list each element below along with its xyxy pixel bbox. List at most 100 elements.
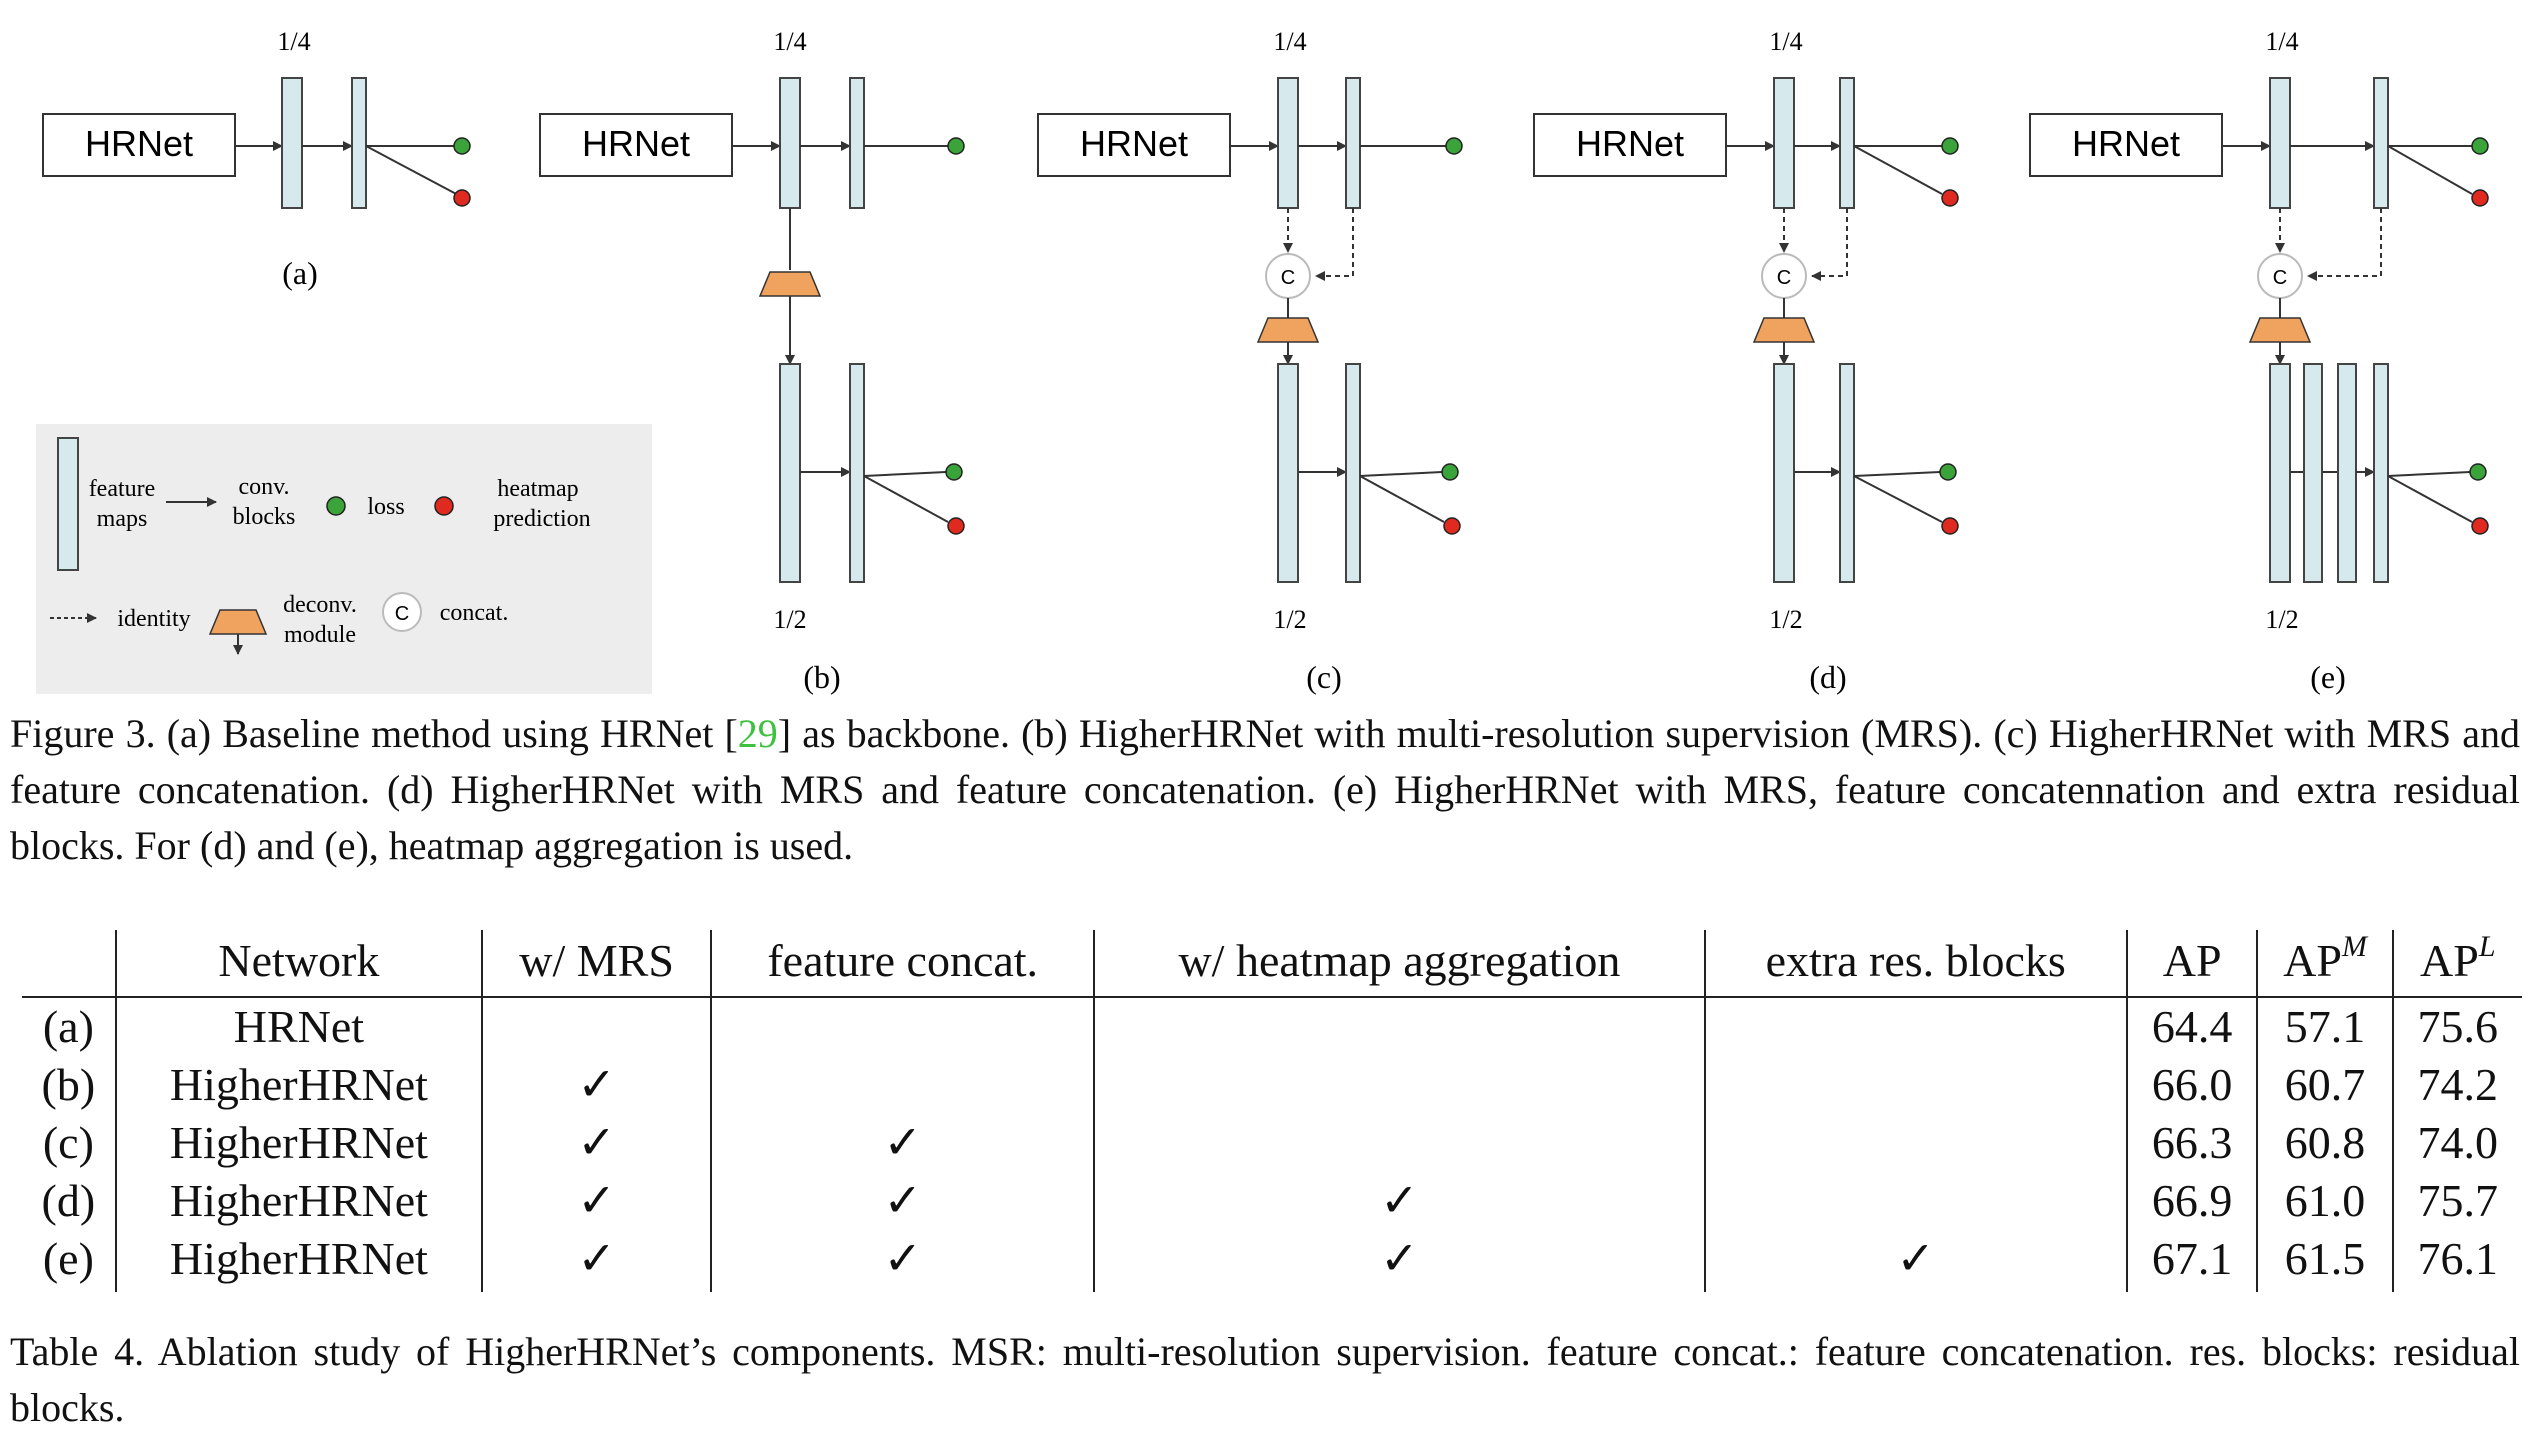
table-row: (a) HRNet 64.4 57.1 75.6 bbox=[22, 997, 2522, 1056]
header-cell: w/ MRS bbox=[481, 930, 712, 997]
table-cell: ✓ bbox=[1093, 1230, 1705, 1292]
table-cell: HigherHRNet bbox=[114, 1056, 483, 1114]
table-cell: HigherHRNet bbox=[114, 1114, 483, 1172]
panel-c: HRNet 1/4 C 1/2 (c) bbox=[1037, 27, 1463, 695]
svg-text:(b): (b) bbox=[803, 659, 840, 695]
figure-caption: Figure 3. (a) Baseline method using HRNe… bbox=[10, 711, 2520, 868]
svg-text:1/2: 1/2 bbox=[2265, 605, 2298, 634]
svg-text:HRNet: HRNet bbox=[85, 123, 193, 164]
svg-text:module: module bbox=[284, 622, 356, 648]
svg-text:1/2: 1/2 bbox=[773, 605, 806, 634]
svg-text:identity: identity bbox=[117, 606, 190, 632]
header-cell: feature concat. bbox=[710, 930, 1095, 997]
table-cell bbox=[1093, 997, 1705, 1056]
concat-icon bbox=[382, 592, 422, 632]
header-cell: extra res. blocks bbox=[1703, 930, 2127, 997]
svg-text:HRNet: HRNet bbox=[2072, 123, 2180, 164]
table-cell: ✓ bbox=[481, 1114, 712, 1172]
figure-legend: feature maps conv. blocks loss heatmap p… bbox=[36, 424, 652, 694]
svg-text:C: C bbox=[395, 603, 409, 625]
loss-dot-icon bbox=[326, 496, 346, 516]
header-cell bbox=[22, 930, 116, 997]
panel-d: HRNet 1/4 C 1/2 (d) bbox=[1533, 27, 1959, 695]
svg-text:1/4: 1/4 bbox=[773, 27, 806, 56]
svg-text:(d): (d) bbox=[1809, 659, 1846, 695]
svg-text:C: C bbox=[1281, 267, 1295, 289]
header-cell: Network bbox=[114, 930, 483, 997]
table-cell: HRNet bbox=[114, 997, 483, 1056]
table-cell: 66.3 bbox=[2125, 1114, 2258, 1172]
svg-text:1/4: 1/4 bbox=[277, 27, 310, 56]
table-cell bbox=[1093, 1114, 1705, 1172]
table-cell: ✓ bbox=[710, 1172, 1095, 1230]
table-cell: ✓ bbox=[1703, 1230, 2127, 1292]
svg-text:1/2: 1/2 bbox=[1769, 605, 1802, 634]
citation-link[interactable]: 29 bbox=[737, 711, 778, 756]
table-cell bbox=[1703, 1114, 2127, 1172]
panel-a: HRNet 1/4 (a) bbox=[42, 27, 471, 291]
table-row: (e) HigherHRNet ✓ ✓ ✓ ✓ 67.1 61.5 76.1 bbox=[22, 1230, 2522, 1292]
table-cell: 61.5 bbox=[2256, 1230, 2393, 1292]
svg-text:C: C bbox=[2273, 267, 2287, 289]
svg-text:1/4: 1/4 bbox=[1273, 27, 1306, 56]
table-cell: 75.6 bbox=[2391, 997, 2522, 1056]
svg-text:1/4: 1/4 bbox=[1769, 27, 1802, 56]
table-cell bbox=[710, 1056, 1095, 1114]
table-cell: 61.0 bbox=[2256, 1172, 2393, 1230]
svg-text:(c): (c) bbox=[1306, 659, 1342, 695]
table-cell: (c) bbox=[42, 1117, 94, 1168]
table-cell: 60.8 bbox=[2256, 1114, 2393, 1172]
svg-text:loss: loss bbox=[367, 494, 404, 520]
svg-text:HRNet: HRNet bbox=[582, 123, 690, 164]
figure-3: feature maps conv. blocks loss heatmap p… bbox=[36, 27, 2489, 695]
table-row: (c) HigherHRNet ✓ ✓ 66.3 60.8 74.0 bbox=[22, 1114, 2522, 1172]
table-caption: Table 4. Ablation study of HigherHRNet’s… bbox=[10, 1329, 2520, 1430]
table-cell bbox=[1703, 1056, 2127, 1114]
table-cell: (b) bbox=[41, 1059, 96, 1110]
svg-text:prediction: prediction bbox=[493, 506, 590, 532]
table-cell bbox=[1093, 1056, 1705, 1114]
header-cell: APM bbox=[2256, 930, 2393, 997]
heatmap-dot-icon bbox=[434, 496, 454, 516]
svg-text:C: C bbox=[1777, 267, 1791, 289]
table-cell bbox=[710, 997, 1095, 1056]
table-cell bbox=[1703, 997, 2127, 1056]
table-cell: ✓ bbox=[481, 1230, 712, 1292]
svg-text:conv.: conv. bbox=[238, 474, 289, 500]
table-cell: 74.2 bbox=[2391, 1056, 2522, 1114]
svg-text:HRNet: HRNet bbox=[1080, 123, 1188, 164]
table-cell: 76.1 bbox=[2391, 1230, 2522, 1292]
svg-text:feature: feature bbox=[89, 476, 156, 502]
table-cell: 66.0 bbox=[2125, 1056, 2258, 1114]
ablation-table: Network w/ MRS feature concat. w/ heatma… bbox=[22, 930, 2522, 1292]
table-cell: 74.0 bbox=[2391, 1114, 2522, 1172]
deconv-module-icon bbox=[208, 609, 268, 635]
table-cell: HigherHRNet bbox=[114, 1172, 483, 1230]
table-header-row: Network w/ MRS feature concat. w/ heatma… bbox=[22, 930, 2522, 997]
table-cell: 66.9 bbox=[2125, 1172, 2258, 1230]
table-cell: 64.4 bbox=[2125, 997, 2258, 1056]
table-cell: 57.1 bbox=[2256, 997, 2393, 1056]
table-cell: ✓ bbox=[481, 1172, 712, 1230]
table-cell: (d) bbox=[41, 1175, 96, 1226]
table-row: (b) HigherHRNet ✓ 66.0 60.7 74.2 bbox=[22, 1056, 2522, 1114]
panel-b: HRNet 1/4 1/2 (b) bbox=[539, 27, 965, 695]
table-cell: ✓ bbox=[710, 1230, 1095, 1292]
table-cell bbox=[1703, 1172, 2127, 1230]
svg-text:HRNet: HRNet bbox=[1576, 123, 1684, 164]
svg-text:maps: maps bbox=[97, 506, 148, 532]
table-cell: 60.7 bbox=[2256, 1056, 2393, 1114]
table-cell: ✓ bbox=[1093, 1172, 1705, 1230]
table-row: (d) HigherHRNet ✓ ✓ ✓ 66.9 61.0 75.7 bbox=[22, 1172, 2522, 1230]
svg-text:(e): (e) bbox=[2310, 659, 2346, 695]
svg-text:(a): (a) bbox=[282, 255, 318, 291]
header-cell: APL bbox=[2391, 930, 2522, 997]
table-cell: 67.1 bbox=[2125, 1230, 2258, 1292]
header-cell: w/ heatmap aggregation bbox=[1093, 930, 1705, 997]
table-cell: ✓ bbox=[710, 1114, 1095, 1172]
svg-text:1/2: 1/2 bbox=[1273, 605, 1306, 634]
svg-text:blocks: blocks bbox=[233, 504, 296, 530]
table-cell: (e) bbox=[42, 1233, 94, 1284]
table-cell: 75.7 bbox=[2391, 1172, 2522, 1230]
